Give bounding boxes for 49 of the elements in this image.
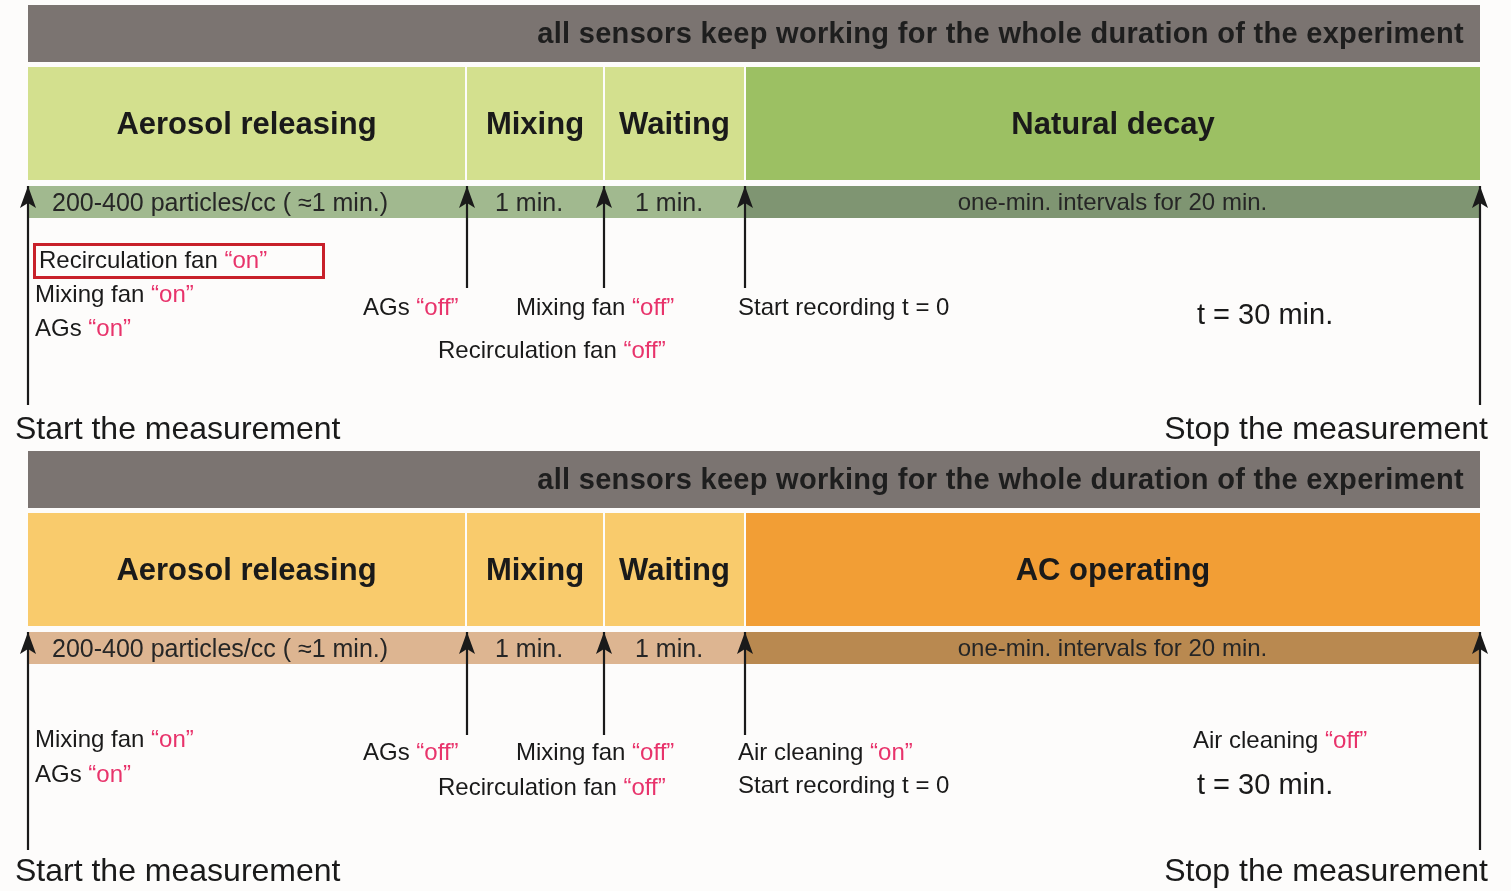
event-text: Start the measurement (15, 410, 365, 447)
header-band: all sensors keep working for the whole duration of the experiment (28, 5, 1480, 62)
duration-band: one-min. intervals for 20 min. (745, 632, 1480, 664)
event-text: Mixing fan “off” (516, 293, 708, 321)
arrow (20, 632, 36, 850)
phase-block: Aerosol releasing (28, 67, 465, 180)
duration-band: 1 min. (604, 632, 745, 664)
event-text: Air cleaning “off” (1193, 726, 1368, 754)
phase-block: Aerosol releasing (28, 513, 465, 626)
duration-band: one-min. intervals for 20 min. (745, 186, 1480, 218)
event-text: Mixing fan “off” (516, 738, 708, 766)
duration-band: 200-400 particles/cc ( ≈1 min.) (28, 186, 467, 218)
event-text: t = 30 min. (1197, 768, 1334, 802)
event-text: Mixing fan “on” (35, 280, 194, 308)
header-band: all sensors keep working for the whole duration of the experiment (28, 451, 1480, 508)
event-text: AGs “on” (35, 760, 132, 788)
arrow (596, 632, 612, 735)
event-text: Recirculation fan “off” (438, 336, 666, 364)
duration-band: 1 min. (467, 186, 604, 218)
arrow (737, 186, 753, 288)
highlighted-event-text: Recirculation fan “on” (33, 243, 325, 279)
event-text: Start the measurement (15, 852, 365, 889)
arrow (737, 632, 753, 735)
phase-block: Mixing (467, 67, 603, 180)
phase-block: Natural decay (746, 67, 1480, 180)
arrow (459, 186, 475, 288)
arrow (1472, 186, 1488, 405)
arrow (1472, 632, 1488, 850)
event-text: Stop the measurement (1140, 410, 1488, 447)
phase-block: Waiting (605, 513, 744, 626)
arrow (459, 632, 475, 735)
event-text: Mixing fan “on” (35, 725, 194, 753)
event-text: Stop the measurement (1140, 852, 1488, 889)
phase-block: Mixing (467, 513, 603, 626)
event-text: Start recording t = 0 (738, 771, 950, 799)
event-text: AGs “off” (363, 293, 483, 321)
event-text: AGs “on” (35, 314, 132, 342)
arrow (596, 186, 612, 288)
duration-band: 1 min. (604, 186, 745, 218)
duration-band: 1 min. (467, 632, 604, 664)
event-text: Air cleaning “on” (738, 738, 948, 766)
event-text: t = 30 min. (1197, 298, 1334, 332)
duration-band: 200-400 particles/cc ( ≈1 min.) (28, 632, 467, 664)
phase-block: Waiting (605, 67, 744, 180)
phase-block: AC operating (746, 513, 1480, 626)
event-text: Start recording t = 0 (738, 293, 993, 321)
arrow (20, 186, 36, 405)
event-text: Recirculation fan “off” (438, 773, 666, 801)
event-text: AGs “off” (363, 738, 483, 766)
